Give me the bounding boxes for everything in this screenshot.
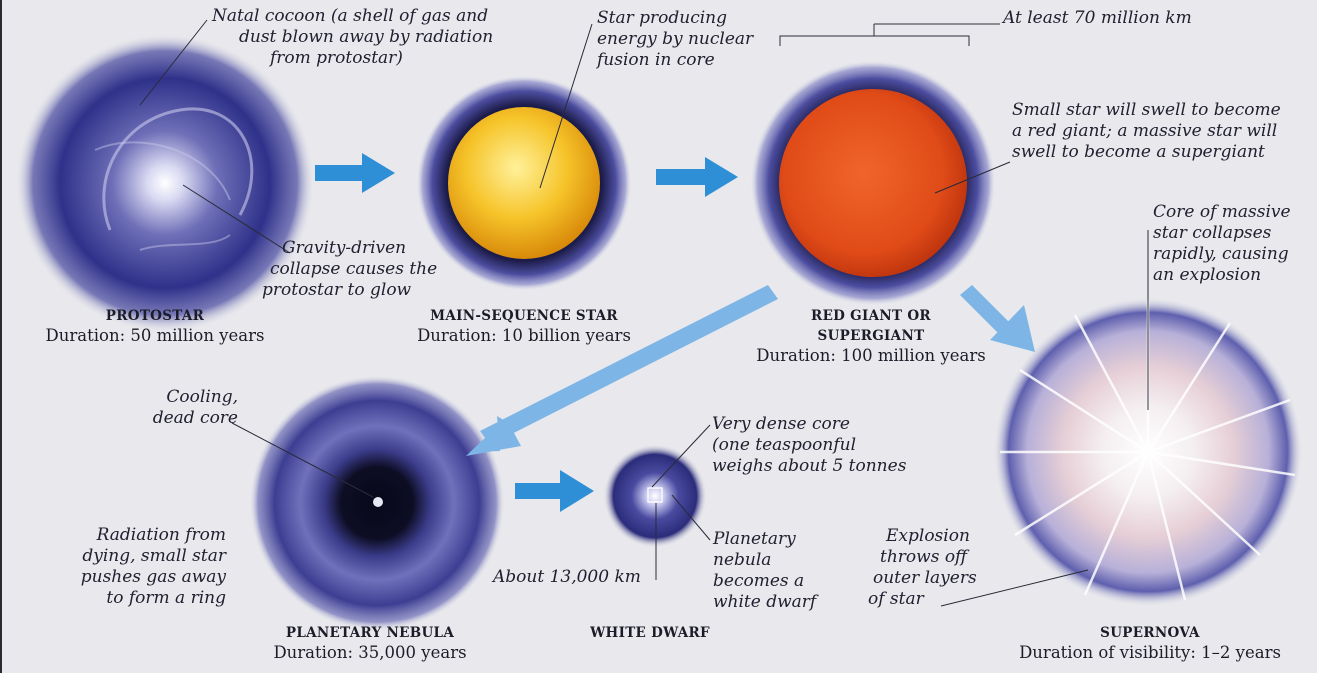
nebula-to-dwarf-note: Planetary nebula becomes a white dwarf (713, 529, 816, 613)
red-giant-size-note: At least 70 million km (1003, 8, 1192, 29)
note-line: star collapses (1153, 223, 1291, 244)
note-line: fusion in core (597, 50, 753, 71)
stage-name: WHITE DWARF (575, 623, 725, 643)
note-line: Planetary (713, 529, 816, 550)
stage-name: SUPERGIANT (735, 326, 1007, 346)
main-sequence-star-illustration (416, 75, 632, 291)
core-collapse-note: Core of massive star collapses rapidly, … (1153, 202, 1291, 286)
stage-name: RED GIANT OR (735, 306, 1007, 326)
nuclear-fusion-note: Star producing energy by nuclear fusion … (597, 8, 753, 71)
note-line: outer layers (868, 568, 977, 589)
arrow-protostar-to-main-sequence (315, 153, 395, 193)
note-line: a red giant; a massive star will (1012, 121, 1281, 142)
note-line: energy by nuclear (597, 29, 753, 50)
stage-duration: Duration: 100 million years (735, 346, 1007, 366)
explosion-note: Explosion throws off outer layers of sta… (868, 526, 977, 610)
swell-note: Small star will swell to become a red gi… (1012, 100, 1281, 163)
note-line: protostar to glow (262, 280, 437, 301)
stage-duration: Duration: 35,000 years (245, 643, 495, 663)
supernova-label: SUPERNOVA Duration of visibility: 1–2 ye… (1000, 623, 1300, 663)
note-line: swell to become a supergiant (1012, 142, 1281, 163)
note-line: dead core (128, 408, 238, 429)
stage-duration: Duration: 10 billion years (388, 326, 660, 346)
note-line: to form a ring (38, 588, 226, 609)
stage-name: PLANETARY NEBULA (245, 623, 495, 643)
white-dwarf-label: WHITE DWARF (575, 623, 725, 643)
note-line: At least 70 million km (1003, 8, 1192, 29)
planetary-nebula-illustration (249, 375, 505, 631)
stage-name: SUPERNOVA (1000, 623, 1300, 643)
note-line: Radiation from (38, 525, 226, 546)
note-line: white dwarf (713, 592, 816, 613)
radiation-ring-note: Radiation from dying, small star pushes … (38, 525, 226, 609)
arrow-main-sequence-to-red-giant (656, 157, 738, 197)
note-line: Cooling, (128, 387, 238, 408)
note-line: an explosion (1153, 265, 1291, 286)
note-line: rapidly, causing (1153, 244, 1291, 265)
red-giant-label: RED GIANT OR SUPERGIANT Duration: 100 mi… (735, 306, 1007, 366)
note-line: of star (868, 589, 977, 610)
gravity-collapse-note: Gravity-driven collapse causes the proto… (282, 238, 437, 301)
note-line: Explosion (868, 526, 977, 547)
stage-name: MAIN-SEQUENCE STAR (388, 306, 660, 326)
protostar-label: PROTOSTAR Duration: 50 million years (20, 306, 290, 346)
note-line: collapse causes the (270, 259, 437, 280)
note-line: Core of massive (1153, 202, 1291, 223)
dense-core-note: Very dense core (one teaspoonful weighs … (712, 414, 906, 477)
note-line: weighs about 5 tonnes (712, 456, 906, 477)
cooling-core-note: Cooling, dead core (128, 387, 238, 429)
white-dwarf-size-note: About 13,000 km (493, 567, 641, 588)
arrow-planetary-nebula-to-white-dwarf (515, 470, 594, 512)
main-sequence-label: MAIN-SEQUENCE STAR Duration: 10 billion … (388, 306, 660, 346)
note-line: Very dense core (712, 414, 906, 435)
note-line: (one teaspoonful (712, 435, 906, 456)
white-dwarf-illustration (603, 444, 707, 548)
note-line: becomes a (713, 571, 816, 592)
note-line: dust blown away by radiation (212, 27, 493, 48)
note-line: nebula (713, 550, 816, 571)
note-line: Star producing (597, 8, 753, 29)
note-line: Gravity-driven (282, 238, 437, 259)
note-line: from protostar) (212, 48, 493, 69)
planetary-nebula-label: PLANETARY NEBULA Duration: 35,000 years (245, 623, 495, 663)
stage-duration: Duration: 50 million years (20, 326, 290, 346)
natal-cocoon-note: Natal cocoon (a shell of gas and dust bl… (212, 6, 493, 69)
stage-duration: Duration of visibility: 1–2 years (1000, 643, 1300, 663)
stage-name: PROTOSTAR (20, 306, 290, 326)
note-line: Natal cocoon (a shell of gas and (212, 6, 493, 27)
note-line: dying, small star (38, 546, 226, 567)
note-line: Small star will swell to become (1012, 100, 1281, 121)
note-line: About 13,000 km (493, 567, 641, 588)
note-line: pushes gas away (38, 567, 226, 588)
note-line: throws off (868, 547, 977, 568)
